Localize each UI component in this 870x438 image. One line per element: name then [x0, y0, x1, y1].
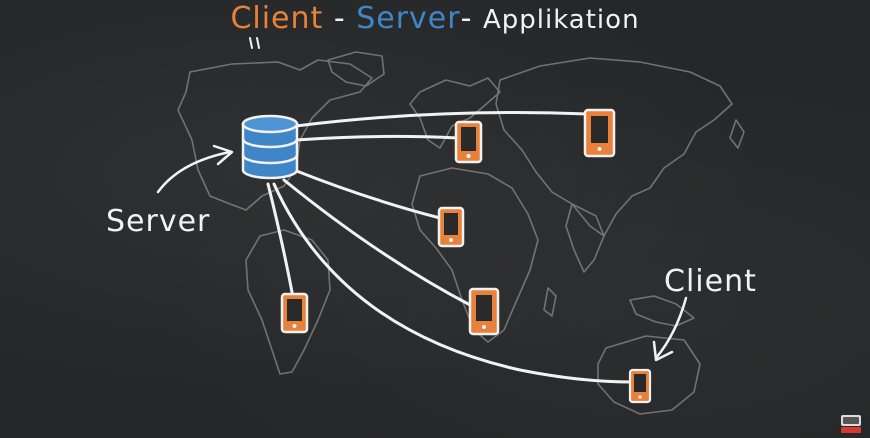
map-japan [729, 119, 745, 149]
smartphone-icon [437, 206, 465, 248]
title-separator-2: - [460, 1, 483, 36]
map-asia [495, 57, 733, 237]
smartphone-icon [454, 120, 483, 164]
map-madagascar [543, 287, 557, 317]
logo-icon [841, 415, 861, 433]
connection-line-asia-west [294, 134, 460, 142]
title-word-applikation: Applikation [482, 5, 640, 35]
arrow-icon [156, 144, 234, 194]
map-south-america [245, 229, 331, 375]
title-separator-1: - [323, 1, 357, 36]
map-greenland [327, 51, 385, 87]
map-africa [411, 167, 539, 343]
connection-line-africa-south [282, 178, 474, 308]
connection-line-australia [272, 182, 634, 384]
title-word-server: Server [356, 1, 461, 36]
client-phones [280, 108, 652, 404]
title-word-client: Client [230, 1, 324, 36]
server-database-icon [241, 114, 299, 180]
diagram-title: Client - Server- Applikation [0, 0, 870, 40]
map-europe [409, 77, 501, 149]
arrow-icon [652, 296, 688, 362]
connection-line-africa [292, 168, 442, 220]
connection-line-asia-east [294, 111, 590, 128]
map-indonesia [629, 295, 695, 327]
connections [266, 111, 634, 384]
map-australia [597, 335, 701, 415]
smartphone-icon [583, 108, 616, 158]
chalk-mark [249, 37, 260, 49]
client-label: Client [664, 264, 757, 299]
connection-line-south-america [266, 182, 294, 294]
map-india [565, 203, 605, 273]
smartphone-icon [628, 368, 652, 404]
server-label: Server [106, 204, 211, 239]
smartphone-icon [468, 287, 500, 336]
arrows [156, 144, 688, 362]
smartphone-icon [280, 292, 309, 334]
